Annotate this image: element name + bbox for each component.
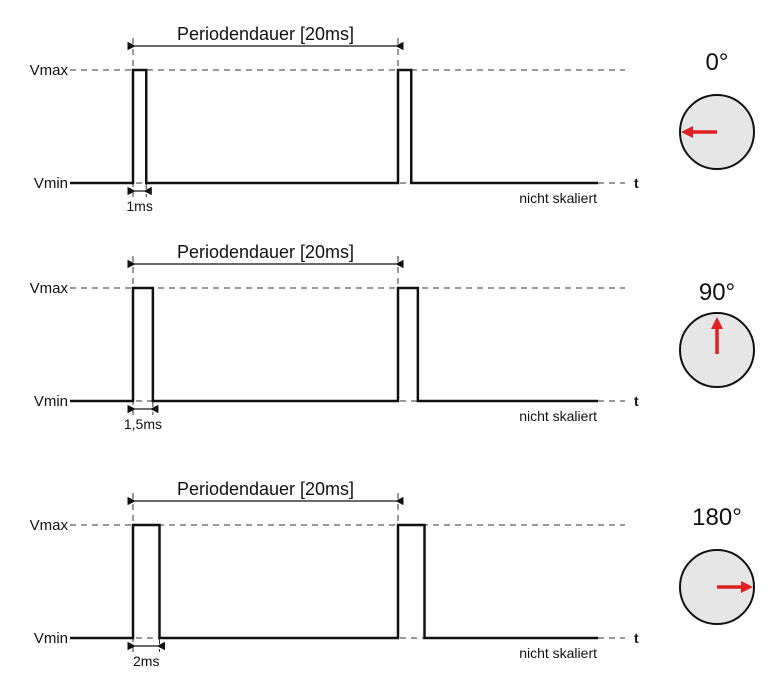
vmin-label: Vmin — [34, 175, 68, 192]
vmin-label: Vmin — [34, 630, 68, 647]
angle-label: 0° — [706, 49, 729, 76]
t-axis-label: t — [634, 393, 639, 409]
pulse-width-label: 2ms — [133, 653, 159, 669]
not-to-scale-note: nicht skaliert — [519, 408, 597, 424]
period-label: Periodendauer [20ms] — [177, 242, 354, 262]
t-axis-label: t — [634, 630, 639, 646]
period-label: Periodendauer [20ms] — [177, 479, 354, 499]
servo-position-arrow-icon — [711, 317, 723, 354]
vmax-label: Vmax — [30, 517, 69, 534]
pwm-signal — [70, 286, 598, 403]
pwm-signal — [70, 523, 598, 640]
vmin-label: Vmin — [34, 393, 68, 410]
not-to-scale-note: nicht skaliert — [519, 645, 597, 661]
vmax-label: Vmax — [30, 62, 69, 79]
angle-label: 180° — [692, 504, 742, 531]
pulse-width-label: 1,5ms — [124, 416, 162, 432]
not-to-scale-note: nicht skaliert — [519, 190, 597, 206]
angle-label: 90° — [699, 279, 735, 306]
pwm-signal — [70, 68, 598, 185]
servo-position-arrow-icon — [681, 126, 717, 138]
t-axis-label: t — [634, 175, 639, 191]
pulse-width-label: 1ms — [126, 198, 152, 214]
vmax-label: Vmax — [30, 280, 69, 297]
servo-position-arrow-icon — [717, 581, 753, 593]
period-label: Periodendauer [20ms] — [177, 24, 354, 44]
